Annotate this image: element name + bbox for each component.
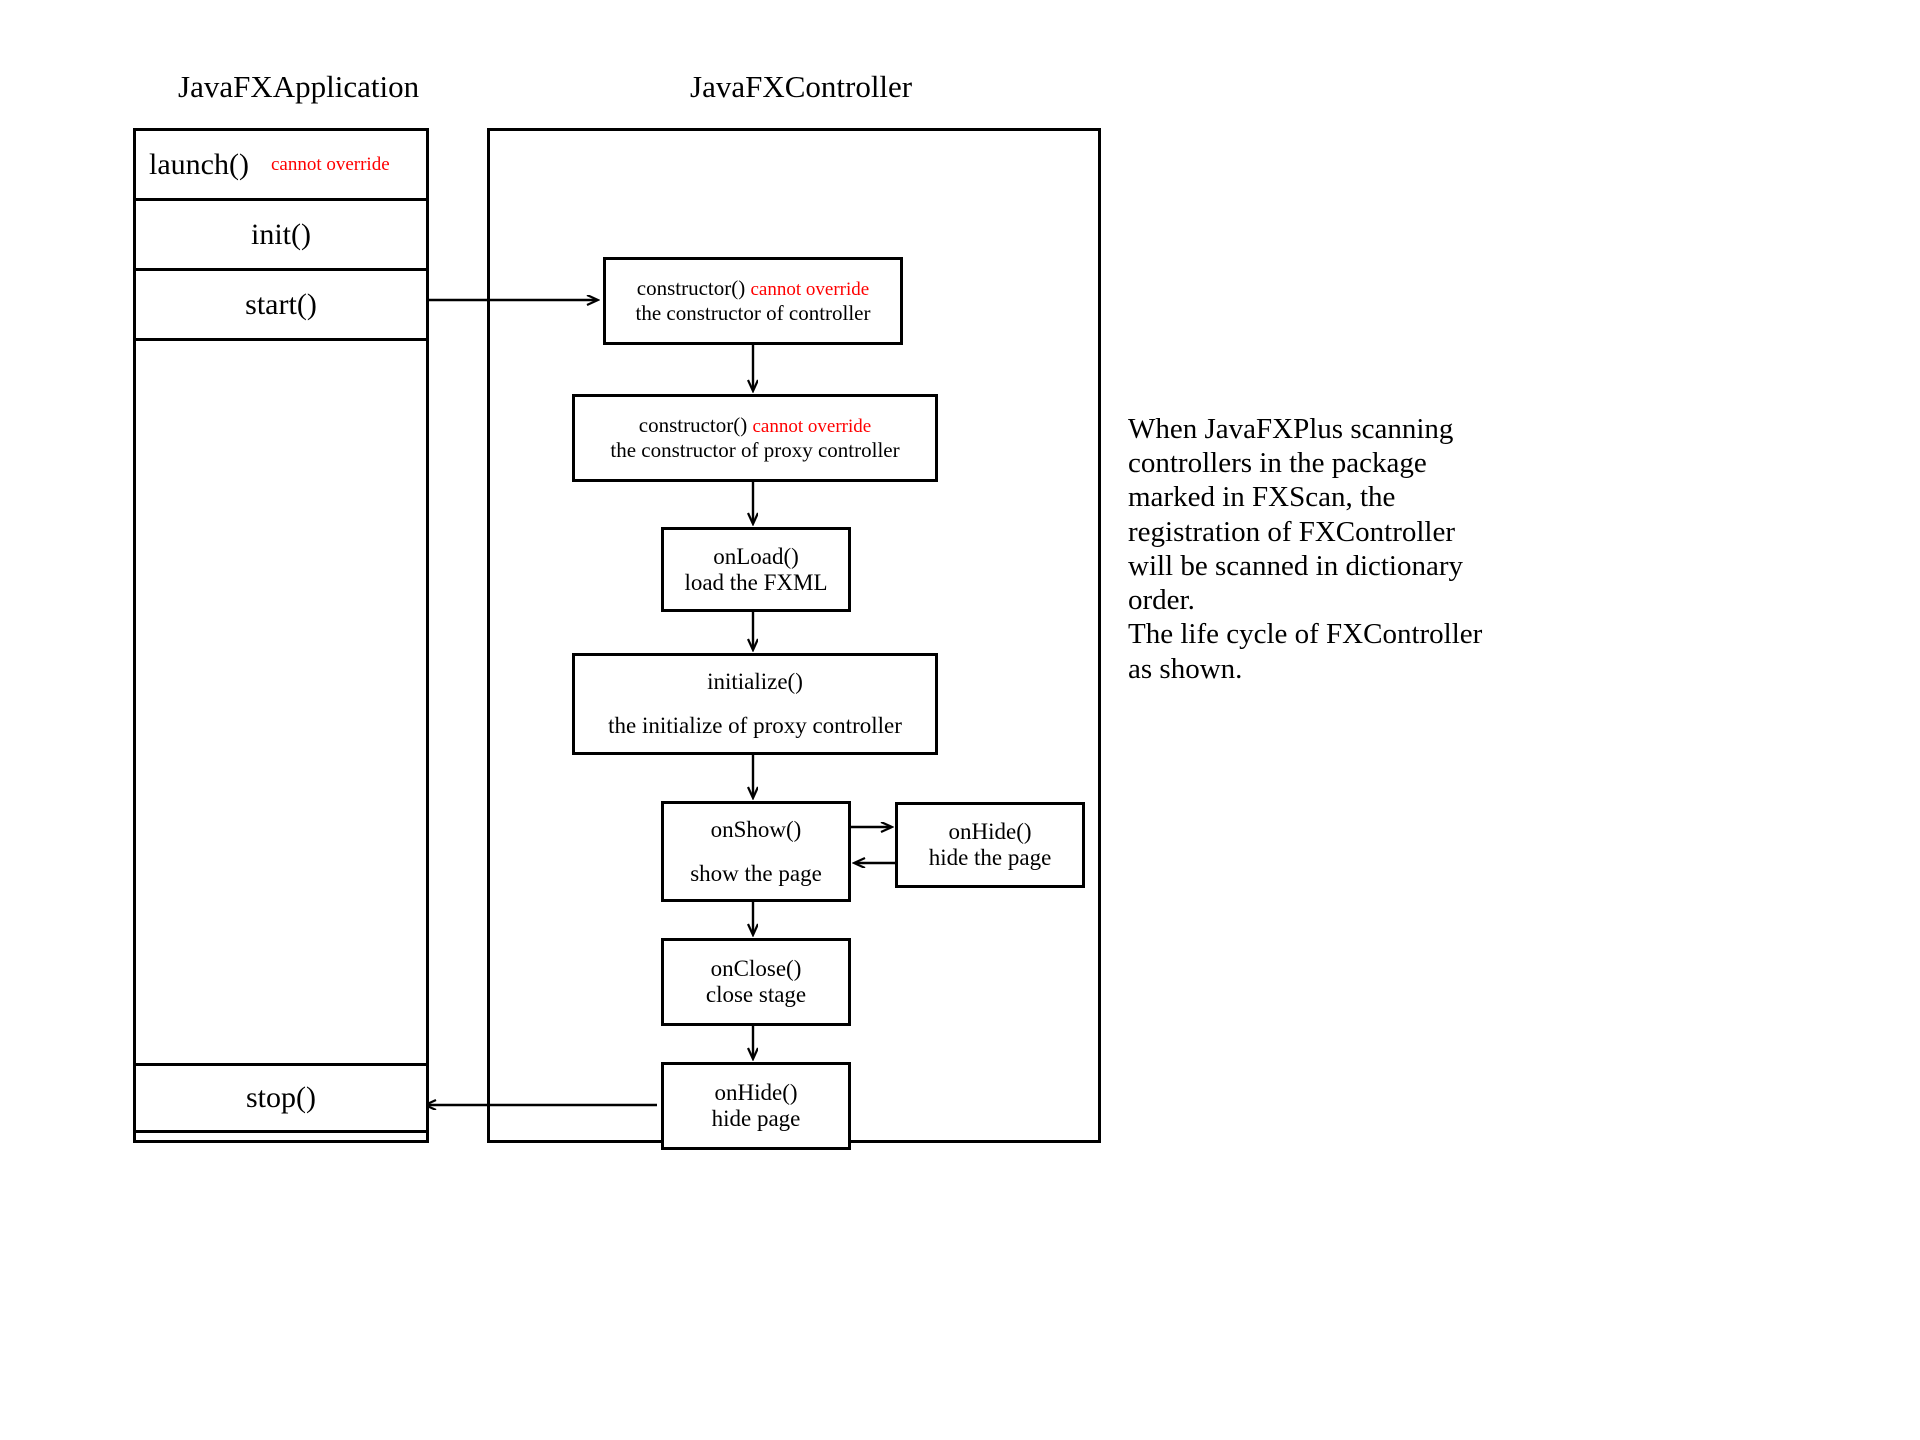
node-subtitle: hide page <box>711 1106 801 1131</box>
node-subtitle: the initialize of proxy controller <box>608 713 902 738</box>
node-title: constructor() <box>636 276 746 300</box>
method-note-launch: cannot override <box>270 153 390 175</box>
node-on-hide-right[interactable]: onHide() hide the page <box>895 802 1085 888</box>
node-line1-wrap: constructor() cannot override <box>637 276 869 301</box>
node-on-close[interactable]: onClose() close stage <box>661 938 851 1026</box>
method-row-launch[interactable]: launch() cannot override <box>136 131 426 201</box>
node-title: onHide() <box>714 1080 798 1105</box>
node-constructor-controller[interactable]: constructor() cannot override the constr… <box>603 257 903 345</box>
side-note-paragraph-1: When JavaFXPlus scanning controllers in … <box>1128 413 1464 617</box>
node-title: onHide() <box>948 819 1032 844</box>
node-on-show[interactable]: onShow() show the page <box>661 801 851 902</box>
method-row-start[interactable]: start() <box>136 271 426 341</box>
method-name-stop: stop() <box>246 1081 316 1114</box>
node-title: onClose() <box>710 956 802 981</box>
node-line1-wrap: constructor() cannot override <box>639 413 871 438</box>
method-name-launch: launch() <box>149 147 249 181</box>
method-row-init[interactable]: init() <box>136 201 426 271</box>
node-initialize[interactable]: initialize() the initialize of proxy con… <box>572 653 938 755</box>
method-name-start: start() <box>245 287 317 321</box>
node-title: onShow() <box>710 816 802 842</box>
node-title: onLoad() <box>713 543 799 569</box>
node-constructor-proxy-controller[interactable]: constructor() cannot override the constr… <box>572 394 938 482</box>
node-subtitle: hide the page <box>928 845 1052 870</box>
method-row-stop[interactable]: stop() <box>136 1066 426 1133</box>
application-class-box: launch() cannot override init() start() … <box>133 128 429 1143</box>
side-note-paragraph-2: The life cycle of FXController as shown. <box>1128 618 1483 685</box>
method-row-spacer <box>136 341 426 1066</box>
node-note: cannot override <box>750 279 870 300</box>
node-subtitle: load the FXML <box>684 569 828 595</box>
controller-class-title: JavaFXController <box>690 69 913 104</box>
node-on-load[interactable]: onLoad() load the FXML <box>661 527 851 612</box>
application-class-title: JavaFXApplication <box>178 69 420 104</box>
node-note: cannot override <box>752 416 872 437</box>
node-subtitle: the constructor of controller <box>635 301 871 325</box>
node-subtitle: show the page <box>690 860 822 886</box>
node-title: constructor() <box>638 413 748 437</box>
node-subtitle: close stage <box>705 982 807 1007</box>
node-on-hide-bottom[interactable]: onHide() hide page <box>661 1062 851 1150</box>
node-title: initialize() <box>707 669 803 694</box>
side-note: When JavaFXPlus scanning controllers in … <box>1128 412 1498 686</box>
method-name-init: init() <box>251 217 311 251</box>
node-subtitle: the constructor of proxy controller <box>610 438 900 462</box>
method-row-bottom-strip <box>136 1133 426 1143</box>
